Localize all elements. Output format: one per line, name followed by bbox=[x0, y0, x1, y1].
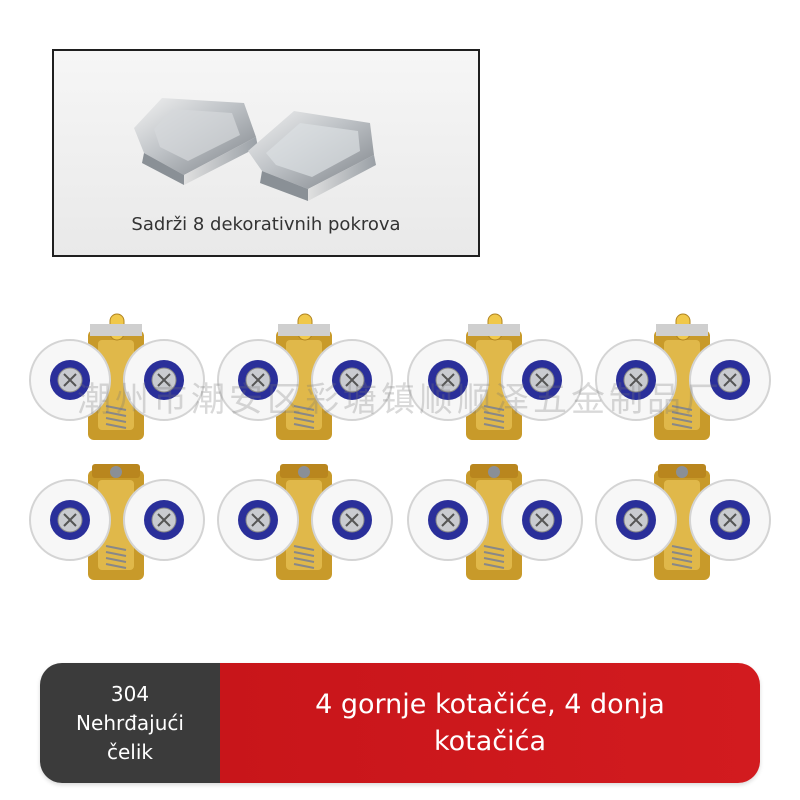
roller-description: 4 gornje kotačiće, 4 donja kotačića bbox=[220, 663, 760, 783]
decorative-cap bbox=[248, 111, 376, 201]
top-roller-2 bbox=[217, 313, 393, 440]
top-roller-3 bbox=[407, 313, 583, 440]
top-roller-4 bbox=[595, 313, 771, 440]
material-badge: 304 Nehrđajući čelik bbox=[40, 663, 220, 783]
decorative-caps-panel: Sadrži 8 dekorativnih pokrova bbox=[52, 49, 480, 257]
bottom-roller-3 bbox=[407, 464, 583, 580]
watermark-text: 潮州市潮安区彩塘镇顺顺泽五金制品厂 bbox=[77, 380, 723, 420]
decorative-cap bbox=[134, 98, 258, 185]
caps-caption: Sadrži 8 dekorativnih pokrova bbox=[131, 214, 401, 235]
material-line-3: čelik bbox=[107, 739, 153, 764]
rollers-svg bbox=[29, 313, 771, 580]
decorative-caps-image bbox=[134, 98, 376, 201]
rollers-image bbox=[0, 300, 800, 600]
spec-banner: 304 Nehrđajući čelik 4 gornje kotačiće, … bbox=[40, 663, 760, 783]
top-roller-1 bbox=[29, 313, 205, 440]
bottom-roller-1 bbox=[29, 464, 205, 580]
material-line-2: Nehrđajući bbox=[76, 710, 184, 735]
material-line-1: 304 bbox=[110, 681, 150, 706]
bottom-roller-2 bbox=[217, 464, 393, 580]
bottom-roller-4 bbox=[595, 464, 771, 580]
roller-description-text: 4 gornje kotačiće, 4 donja kotačića bbox=[315, 689, 665, 757]
